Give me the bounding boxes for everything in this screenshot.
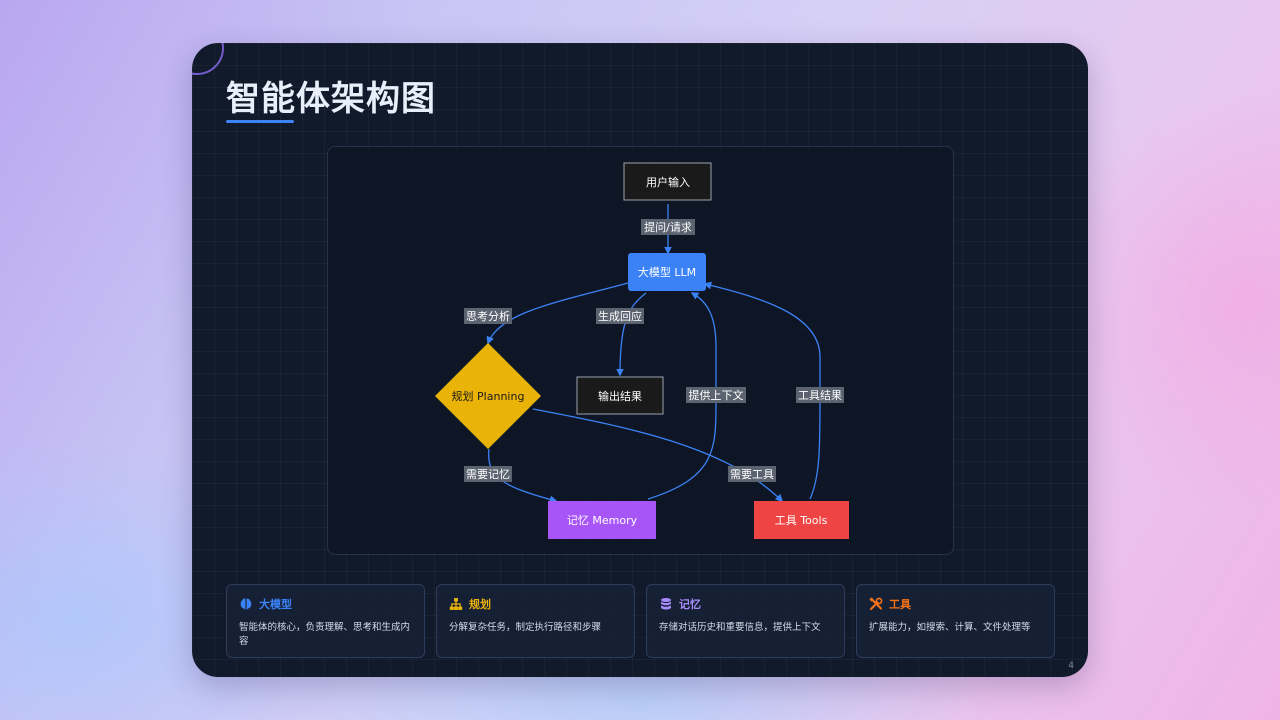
edge-label-need-tool: 需要工具 xyxy=(728,466,776,482)
svg-text:用户输入: 用户输入 xyxy=(646,175,690,189)
edge-label-respond: 生成回应 xyxy=(596,308,644,324)
database-icon xyxy=(661,598,671,610)
card-tools: 工具 扩展能力，如搜索、计算、文件处理等 xyxy=(856,584,1055,658)
card-title: 大模型 xyxy=(259,598,292,611)
svg-text:需要记忆: 需要记忆 xyxy=(466,468,510,481)
edge-label-need-memory: 需要记忆 xyxy=(464,466,512,482)
corner-decoration xyxy=(192,43,224,75)
sitemap-icon xyxy=(449,598,463,610)
edge-planning-to-tools xyxy=(532,408,784,503)
card-memory: 记忆 存储对话历史和重要信息，提供上下文 xyxy=(646,584,845,658)
svg-text:大模型 LLM: 大模型 LLM xyxy=(638,265,696,279)
card-planning: 规划 分解复杂任务，制定执行路径和步骤 xyxy=(436,584,635,658)
svg-text:提问/请求: 提问/请求 xyxy=(644,221,692,234)
card-llm: 大模型 智能体的核心，负责理解、思考和生成内容 xyxy=(226,584,425,658)
svg-text:工具结果: 工具结果 xyxy=(798,389,842,402)
slide-title: 智能体架构图 xyxy=(226,79,436,119)
page-number: 4 xyxy=(1068,661,1074,671)
title-underline xyxy=(226,120,294,123)
node-user-input: 用户输入 xyxy=(623,162,712,201)
card-description: 存储对话历史和重要信息，提供上下文 xyxy=(659,622,821,633)
card-description: 扩展能力，如搜索、计算、文件处理等 xyxy=(869,622,1031,633)
card-title: 工具 xyxy=(889,598,911,611)
card-title: 记忆 xyxy=(679,598,701,611)
edge-llm-to-output xyxy=(616,292,647,377)
svg-text:需要工具: 需要工具 xyxy=(730,468,774,481)
node-llm: 大模型 LLM xyxy=(628,253,706,291)
edge-tools-to-llm xyxy=(703,281,821,500)
card-title: 规划 xyxy=(469,598,491,611)
component-cards: 大模型 智能体的核心，负责理解、思考和生成内容 规划 分解复杂任务，制定执行路径… xyxy=(226,584,1056,658)
diagram-panel: 用户输入 大模型 LLM 规划 Planning 输出结果 记忆 Memory … xyxy=(327,146,954,555)
node-memory: 记忆 Memory xyxy=(548,501,656,539)
card-description: 分解复杂任务，制定执行路径和步骤 xyxy=(449,622,602,633)
node-output: 输出结果 xyxy=(576,376,664,415)
edge-label-think: 思考分析 xyxy=(464,308,512,324)
svg-text:思考分析: 思考分析 xyxy=(466,309,510,323)
edge-llm-to-planning xyxy=(486,282,629,345)
slide: 智能体架构图 用户输入 大模型 LLM xyxy=(192,43,1088,677)
edge-label-ask: 提问/请求 xyxy=(641,219,695,235)
svg-text:记忆 Memory: 记忆 Memory xyxy=(567,514,638,527)
edge-label-context: 提供上下文 xyxy=(686,387,746,403)
brain-icon xyxy=(240,598,252,610)
svg-text:提供上下文: 提供上下文 xyxy=(689,388,744,402)
node-planning: 规划 Planning xyxy=(435,343,541,449)
svg-text:工具 Tools: 工具 Tools xyxy=(775,514,828,527)
node-tools: 工具 Tools xyxy=(754,501,849,539)
svg-text:规划 Planning: 规划 Planning xyxy=(452,389,525,403)
svg-text:输出结果: 输出结果 xyxy=(598,389,642,403)
edge-label-tool-result: 工具结果 xyxy=(796,387,844,403)
svg-text:生成回应: 生成回应 xyxy=(598,309,642,323)
tools-icon xyxy=(869,597,883,610)
card-description: 智能体的核心，负责理解、思考和生成内容 xyxy=(239,622,411,647)
architecture-diagram: 用户输入 大模型 LLM 规划 Planning 输出结果 记忆 Memory … xyxy=(435,162,849,539)
